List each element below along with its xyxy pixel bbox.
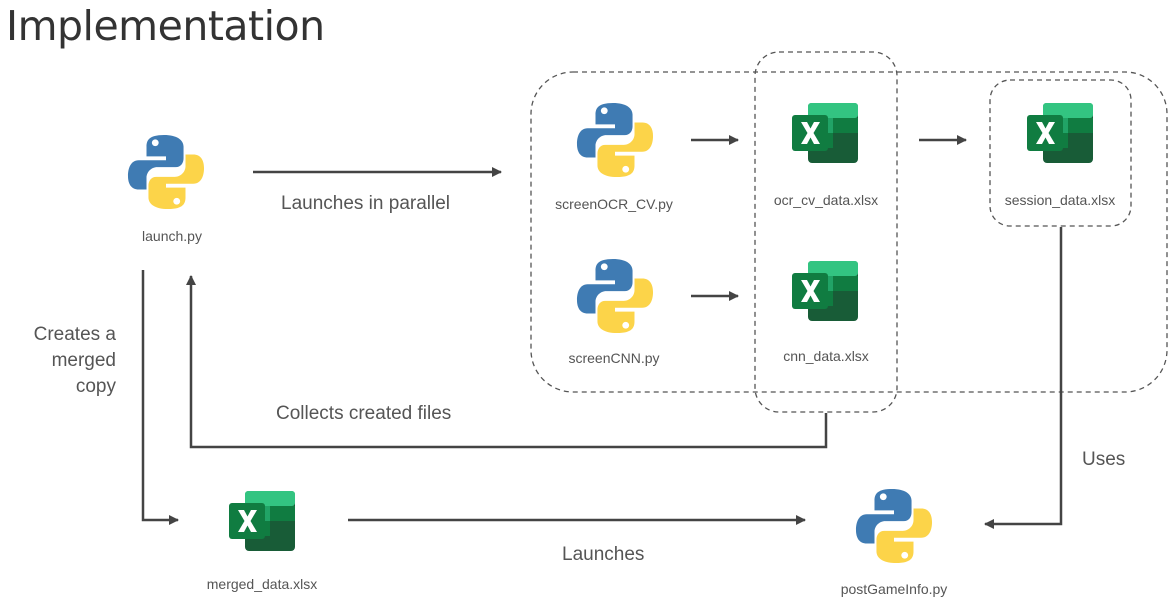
screen-cnn-node-label: screenCNN.py [568,350,660,366]
arrow-create-merged [141,270,179,525]
arrow-collect-files [186,275,828,449]
post-game-node-label: postGameInfo.py [840,581,948,597]
edge-label-merged-line2: merged [51,350,116,371]
python-logo-icon [855,488,933,564]
edge-label-uses: Uses [1082,449,1126,470]
excel-logo-icon [792,103,858,163]
excel-logo-icon [1027,103,1093,163]
session-data-node-label: session_data.xlsx [1004,192,1116,208]
python-logo-icon [576,102,654,178]
edge-label-collects: Collects created files [276,403,452,424]
merged-data-node-label: merged_data.xlsx [206,576,318,592]
edge-label-launches: Launches [562,544,645,565]
python-logo-icon [576,258,654,334]
excel-logo-icon [229,491,295,551]
edge-label-launches-parallel: Launches in parallel [281,193,451,214]
launch-node-label: launch.py [142,228,202,244]
session-group-box [989,79,1132,227]
excel-logo-icon [792,261,858,321]
ocr-data-node-label: ocr_cv_data.xlsx [773,192,879,208]
edge-label-merged-line1: Creates a [33,324,116,345]
python-logo-icon [127,134,205,210]
data-files-group-box [754,51,898,413]
edge-label-merged-line3: copy [75,376,116,397]
arrow-session-uses [984,227,1063,529]
page-title: Implementation [6,2,325,50]
cnn-data-node-label: cnn_data.xlsx [783,348,869,364]
screen-ocr-node-label: screenOCR_CV.py [555,196,673,212]
